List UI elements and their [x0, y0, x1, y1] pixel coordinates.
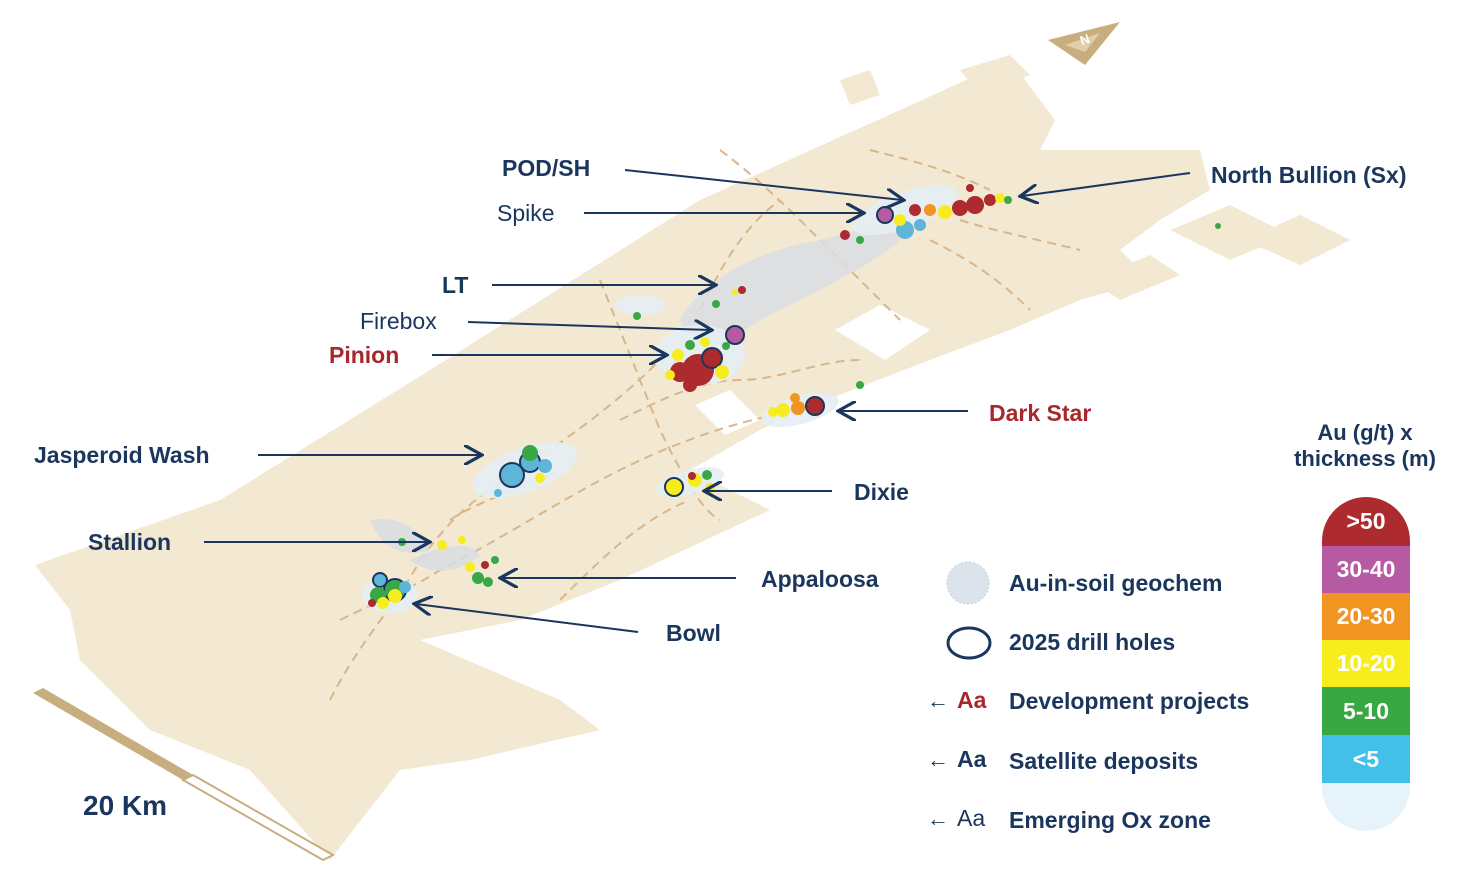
- label-north-bullion: North Bullion (Sx): [1211, 162, 1407, 188]
- legend-aa-development: Aa: [957, 687, 987, 713]
- legend-item-geochem: Au-in-soil geochem: [1009, 570, 1223, 596]
- label-stallion: Stallion: [88, 529, 172, 555]
- north-arrow-icon: [1048, 22, 1120, 65]
- legend-arrow-satellite-icon: ←: [927, 747, 949, 772]
- label-jasperoid-wash: Jasperoid Wash: [34, 442, 210, 468]
- label-pod-sh: POD/SH: [502, 155, 591, 181]
- legend-arrow-emerging-icon: ←: [927, 806, 949, 831]
- grade-band-10-20: 10-20: [1322, 640, 1410, 687]
- legend-item-satellite: Satellite deposits: [1009, 748, 1199, 774]
- label-lt: LT: [442, 272, 469, 298]
- legend-item-emerging: Emerging Ox zone: [1009, 807, 1211, 833]
- grade-band-lt5: <5: [1322, 735, 1410, 783]
- land-gaps: [695, 305, 930, 435]
- grade-band-30-40: 30-40: [1322, 546, 1410, 593]
- grade-band-20-30: 20-30: [1322, 593, 1410, 640]
- drill-intercepts: [368, 184, 1221, 609]
- grade-band-5-10: 5-10: [1322, 687, 1410, 735]
- legend-geochem-symbol-icon: [946, 561, 990, 605]
- label-pinion: Pinion: [329, 342, 400, 368]
- legend-aa-emerging: Aa: [957, 805, 986, 831]
- legend-drill-hole-symbol-icon: [946, 626, 992, 660]
- label-dixie: Dixie: [854, 479, 909, 505]
- grade-scale-title-line2: thickness (m): [1294, 446, 1436, 472]
- leader-arrows: [204, 169, 1191, 633]
- legend-aa-satellite: Aa: [957, 746, 987, 772]
- label-bowl: Bowl: [666, 620, 721, 646]
- label-dark-star: Dark Star: [989, 400, 1092, 426]
- label-appaloosa: Appaloosa: [761, 566, 879, 592]
- legend-item-development: Development projects: [1009, 688, 1250, 714]
- land-package: [35, 55, 1350, 860]
- scale-bar: [33, 688, 336, 862]
- grade-scale-title-line1: Au (g/t) x: [1317, 420, 1413, 445]
- grade-scale-title: Au (g/t) x thickness (m): [1270, 420, 1460, 473]
- legend-item-drill-holes: 2025 drill holes: [1009, 629, 1176, 655]
- label-spike: Spike: [497, 200, 555, 226]
- legend-arrow-development-icon: ←: [927, 688, 949, 713]
- label-firebox: Firebox: [360, 308, 437, 334]
- scale-bar-label: 20 Km: [83, 790, 168, 821]
